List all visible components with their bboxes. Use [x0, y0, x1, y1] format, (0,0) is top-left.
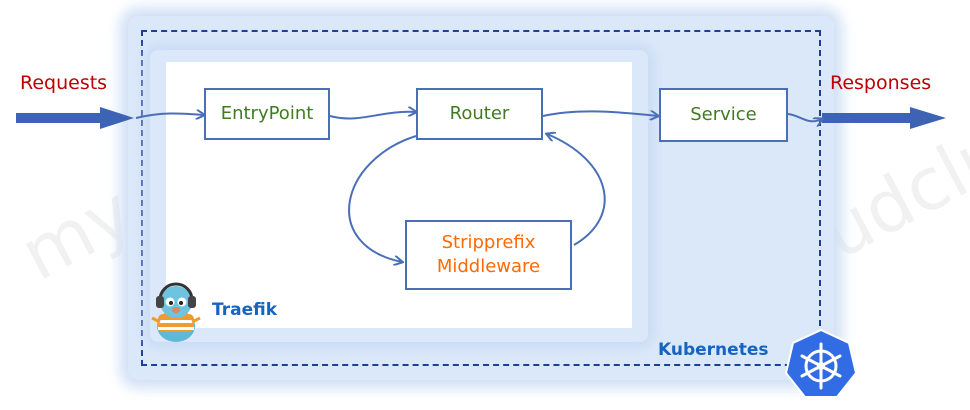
kubernetes-label: Kubernetes: [658, 340, 769, 360]
stripprefix-middleware-node: Stripprefix Middleware: [405, 220, 572, 290]
arrow-router-middleware: [348, 135, 417, 262]
arrow-service-out: [787, 113, 822, 121]
responses-arrow: [822, 107, 946, 129]
middleware-label-line1: Stripprefix: [441, 232, 536, 253]
kubernetes-cluster-frame: [141, 30, 821, 366]
requests-arrow: [16, 107, 134, 129]
responses-label: Responses: [830, 72, 932, 94]
arrow-middleware-router: [547, 134, 606, 246]
entrypoint-node: EntryPoint: [204, 88, 330, 140]
service-node: Service: [659, 88, 788, 142]
arrow-to-entrypoint: [135, 113, 204, 118]
traefik-gopher-icon: [151, 282, 201, 342]
arrow-router-service: [542, 111, 658, 116]
router-node: Router: [416, 88, 543, 140]
entrypoint-label: EntryPoint: [220, 103, 314, 124]
service-label: Service: [690, 104, 757, 125]
router-label: Router: [449, 103, 510, 124]
kubernetes-helm-icon: [784, 328, 858, 398]
arrow-entrypoint-router: [329, 112, 416, 120]
traefik-label: Traefik: [212, 300, 278, 320]
requests-label: Requests: [20, 72, 108, 94]
middleware-label-line2: Middleware: [436, 256, 541, 277]
